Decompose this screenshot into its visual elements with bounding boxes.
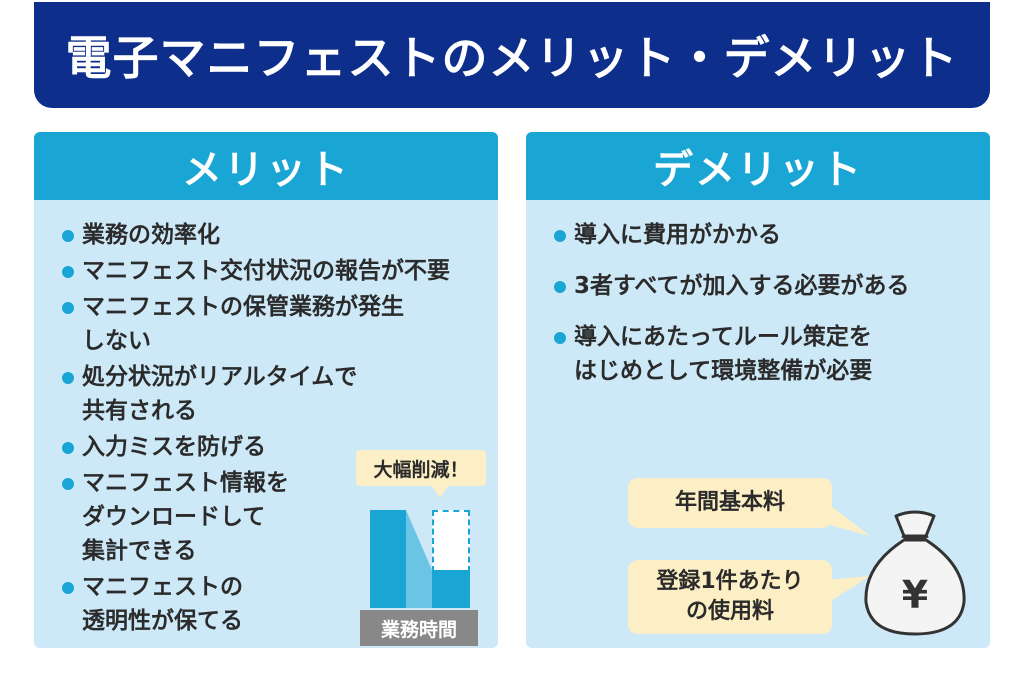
bar-after [432,570,470,608]
demerits-heading: デメリット [653,147,863,193]
bullet-icon [62,442,74,454]
usage-fee-bubble: 登録1件あたり の使用料 [628,560,832,634]
bullet-icon [62,266,74,278]
merits-heading: メリット [182,147,350,193]
demerits-header: デメリット [526,132,990,200]
demerits-panel: デメリット 導入に費用がかかる 3者すべてが加入する必要がある 導入にあたってル… [526,132,990,648]
bullet-icon [62,372,74,384]
axis-label: 業務時間 [360,610,478,646]
bullet-icon [62,582,74,594]
bar-before [370,510,406,608]
list-item: マニフェスト情報を ダウンロードして 集計できる [62,466,450,568]
callout-tail [432,486,448,498]
bullet-icon [554,230,566,242]
bar-reduced-outline [432,510,470,572]
merits-list: 業務の効率化 マニフェスト交付状況の報告が不要 マニフェストの保管業務が発生 し… [62,218,450,640]
bubble-tail [826,576,870,604]
bubble-tail [826,502,870,536]
bullet-icon [62,230,74,242]
work-time-chart: 大幅削減！ 業務時間 [356,450,486,648]
bullet-icon [554,332,566,344]
bullet-icon [62,478,74,490]
list-item: 業務の効率化 [62,218,450,252]
bullet-icon [554,281,566,293]
list-item: 入力ミスを防げる [62,430,450,464]
title-banner: 電子マニフェストのメリット・デメリット [34,2,990,108]
page-title: 電子マニフェストのメリット・デメリット [65,31,959,85]
currency-symbol: ¥ [902,573,928,617]
list-item: 導入にあたってルール策定を はじめとして環境整備が必要 [554,320,909,388]
list-item: 導入に費用がかかる [554,218,909,252]
bullet-icon [62,302,74,314]
annual-fee-bubble: 年間基本料 [628,478,832,528]
reduction-callout: 大幅削減！ [356,450,486,486]
list-item: マニフェストの保管業務が発生 しない [62,290,450,358]
list-item: マニフェスト交付状況の報告が不要 [62,254,450,288]
list-item: 処分状況がリアルタイムで 共有される [62,360,450,428]
merits-header: メリット [34,132,498,200]
bar-connector [406,510,432,608]
money-bag-icon: ¥ [864,510,966,636]
demerits-list: 導入に費用がかかる 3者すべてが加入する必要がある 導入にあたってルール策定を … [554,218,909,405]
merits-panel: メリット 業務の効率化 マニフェスト交付状況の報告が不要 マニフェストの保管業務… [34,132,498,648]
list-item: 3者すべてが加入する必要がある [554,269,909,303]
list-item: マニフェストの 透明性が保てる [62,570,450,638]
